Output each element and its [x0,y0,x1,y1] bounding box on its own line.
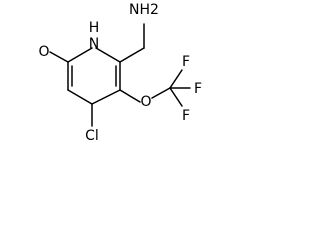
amine-label: NH2 [129,2,159,18]
bond-c4-c5 [91,89,121,105]
chlorine-label: Cl [85,128,99,144]
ring-nh-h-label: H [89,20,100,36]
fluorine-right-label: F [194,81,202,97]
ring-n-label: N [89,36,99,52]
bond-c6-n [95,47,121,63]
structure-canvas: NH2 H N O O Cl F F F [38,2,202,144]
bond-c-f-bottom [169,87,183,107]
bond-n-c2 [67,47,93,63]
bond-o-cf3 [151,87,171,99]
carbonyl-oxygen-label: O [38,44,49,60]
ether-oxygen-label: O [140,94,151,110]
fluorine-top-label: F [182,54,190,70]
bond-c-f-top [169,69,183,89]
bond-c5-o [119,89,141,103]
fluorine-bottom-label: F [182,108,190,124]
bond-c2-o [49,51,69,63]
bond-c3-c4 [67,89,93,105]
bond-c6-ch2 [119,47,145,63]
molecule-drawing: NH2 H N O O Cl F F F [38,2,202,144]
